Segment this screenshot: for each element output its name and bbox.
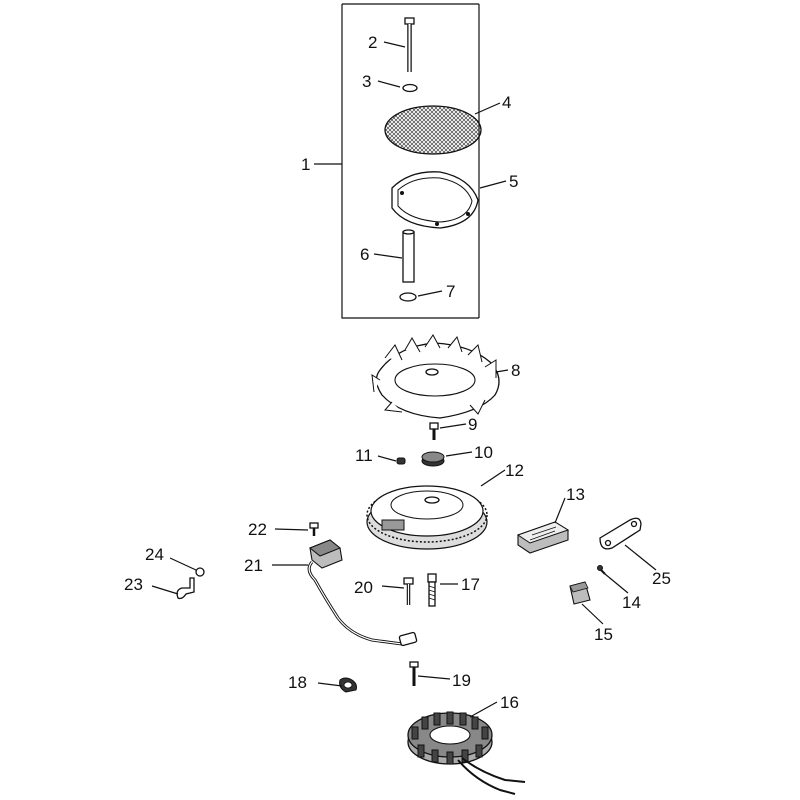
part-14-screw[interactable]	[597, 565, 606, 575]
part-3-washer[interactable]	[402, 83, 418, 93]
part-21-ignition-module[interactable]	[307, 539, 418, 647]
callout-5: 5	[509, 172, 518, 191]
part-16-stator[interactable]	[407, 711, 526, 795]
part-22-screw[interactable]	[309, 522, 319, 536]
part-5-gasket[interactable]	[391, 171, 479, 229]
callout-4: 4	[502, 93, 511, 112]
part-25-bracket[interactable]	[599, 517, 642, 550]
callout-6: 6	[360, 245, 369, 264]
part-18-clamp[interactable]	[339, 677, 357, 693]
callout-17: 17	[461, 575, 480, 594]
callout-16: 16	[500, 693, 519, 712]
part-2-bolt[interactable]	[404, 17, 415, 72]
callout-18: 18	[288, 673, 307, 692]
callout-20: 20	[354, 578, 373, 597]
callout-15: 15	[594, 625, 613, 644]
part-24-nut[interactable]	[195, 567, 205, 577]
callout-24: 24	[145, 545, 164, 564]
callout-7: 7	[446, 282, 455, 301]
part-20-bolt[interactable]	[403, 577, 414, 605]
part-7-washer[interactable]	[399, 292, 417, 302]
callout-21: 21	[244, 556, 263, 575]
callout-23: 23	[124, 575, 143, 594]
callout-22: 22	[248, 520, 267, 539]
leader-lines	[151, 41, 657, 718]
callout-8: 8	[511, 361, 520, 380]
part-19-bolt[interactable]	[409, 661, 419, 686]
part-9-bolt[interactable]	[429, 422, 439, 440]
callout-11: 11	[355, 446, 373, 465]
callout-labels: 1 2 3 4 5 6 7 8 9 10 11 12 13 14 15 16 1…	[124, 33, 671, 712]
part-8-fan[interactable]	[371, 334, 500, 419]
callout-13: 13	[566, 485, 585, 504]
callout-12: 12	[505, 461, 524, 480]
part-12-flywheel[interactable]	[366, 485, 488, 550]
callout-1: 1	[301, 155, 310, 174]
part-13-rectifier[interactable]	[516, 521, 570, 554]
callout-19: 19	[452, 671, 471, 690]
part-11-key[interactable]	[396, 457, 406, 465]
part-6-tube[interactable]	[402, 229, 415, 283]
callout-9: 9	[468, 415, 477, 434]
callout-10: 10	[474, 443, 493, 462]
callout-2: 2	[368, 33, 377, 52]
part-23-clip[interactable]	[176, 577, 195, 600]
callout-14: 14	[622, 593, 641, 612]
part-4-screen[interactable]	[384, 105, 482, 155]
part-10-spacer[interactable]	[421, 451, 445, 467]
part-15-connector[interactable]	[569, 581, 591, 605]
kit-bracket	[314, 3, 480, 319]
callout-25: 25	[652, 569, 671, 588]
callout-3: 3	[362, 72, 371, 91]
part-17-stud[interactable]	[427, 573, 437, 607]
